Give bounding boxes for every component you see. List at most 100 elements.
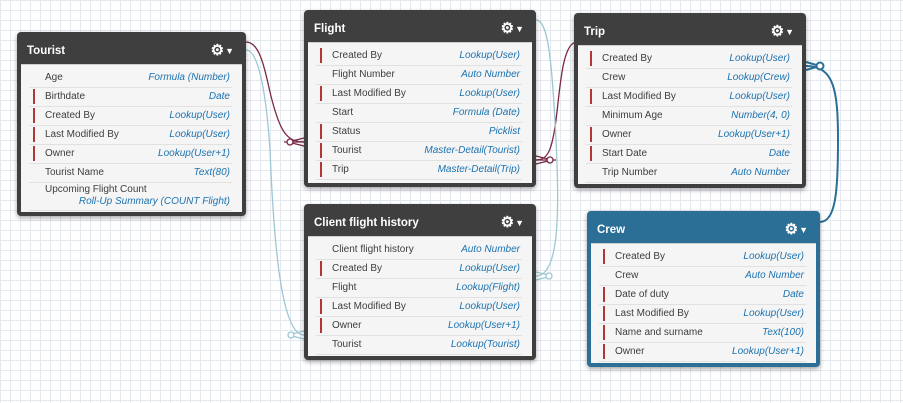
field-name: Last Modified By: [45, 129, 119, 140]
field-row[interactable]: Crew Lookup(Crew): [586, 68, 792, 88]
field-row[interactable]: Last Modified By Lookup(User): [29, 125, 232, 145]
field-type: Lookup(User): [459, 301, 520, 312]
card-header[interactable]: Trip ⚙▼: [578, 17, 802, 45]
field-name: Crew: [602, 72, 626, 83]
field-type: Lookup(User): [459, 88, 520, 99]
field-type: Lookup(User+1): [718, 129, 790, 140]
required-marker: [603, 344, 605, 359]
field-row[interactable]: Last Modified By Lookup(User): [599, 304, 806, 324]
gear-icon[interactable]: ⚙▼: [210, 42, 234, 59]
field-type: Auto Number: [461, 244, 520, 255]
optional-circle-flight-cfh: [545, 272, 553, 280]
gear-icon[interactable]: ⚙▼: [500, 20, 524, 37]
gear-icon[interactable]: ⚙▼: [500, 214, 524, 231]
chevron-down-icon: ▼: [515, 24, 524, 34]
field-name: Age: [45, 72, 63, 83]
object-title: Client flight history: [314, 217, 419, 229]
required-marker: [320, 261, 322, 276]
required-marker: [590, 146, 592, 161]
card-header[interactable]: Crew ⚙▼: [591, 215, 816, 243]
optional-circle-tourist-flight: [286, 138, 294, 146]
field-type: Lookup(Crew): [727, 72, 790, 83]
link-tourist-flight: [245, 41, 305, 143]
required-marker: [33, 146, 35, 161]
required-marker: [320, 48, 322, 63]
gear-icon[interactable]: ⚙▼: [770, 23, 794, 40]
object-title: Flight: [314, 23, 346, 35]
field-name: Owner: [615, 346, 645, 357]
field-name: Created By: [45, 110, 96, 121]
field-name: Flight: [332, 282, 357, 293]
required-marker: [590, 89, 592, 104]
field-type: Lookup(User): [169, 129, 230, 140]
link-crew-trip: [805, 65, 840, 223]
chevron-down-icon: ▼: [225, 46, 234, 56]
field-type: Lookup(User): [459, 263, 520, 274]
gear-icon[interactable]: ⚙▼: [784, 221, 808, 238]
card-header[interactable]: Client flight history ⚙▼: [308, 208, 532, 236]
chevron-down-icon: ▼: [785, 27, 794, 37]
required-marker: [33, 89, 35, 104]
field-name: Client flight history: [332, 244, 414, 255]
field-name: Tourist: [332, 145, 362, 156]
field-type: Date: [768, 148, 790, 159]
field-name: Start: [332, 107, 354, 118]
required-marker: [603, 306, 605, 321]
field-type: Lookup(User+1): [448, 320, 520, 331]
object-title: Trip: [584, 26, 606, 38]
field-row[interactable]: Client flight history Auto Number: [316, 240, 522, 260]
chevron-down-icon: ▼: [515, 218, 524, 228]
field-type: Date: [782, 289, 804, 300]
field-type: Formula (Date): [452, 107, 520, 118]
field-row[interactable]: Last Modified By Lookup(User): [316, 297, 522, 317]
field-type: Auto Number: [745, 270, 804, 281]
field-name: Flight Number: [332, 69, 395, 80]
field-name: Date of duty: [615, 289, 669, 300]
field-name: Last Modified By: [332, 301, 406, 312]
object-card-client-flight-history[interactable]: Client flight history ⚙▼ Client flight h…: [304, 204, 536, 360]
field-name: Created By: [615, 251, 666, 262]
chevron-down-icon: ▼: [799, 225, 808, 235]
required-marker: [590, 127, 592, 142]
field-type: Lookup(User+1): [158, 148, 230, 159]
field-type: Lookup(User): [743, 308, 804, 319]
field-name: Last Modified By: [615, 308, 689, 319]
field-row[interactable]: Date of duty Date: [599, 285, 806, 305]
card-header[interactable]: Flight ⚙▼: [308, 14, 532, 42]
field-row[interactable]: Start Formula (Date): [316, 103, 522, 123]
optional-circle-tourist-cfh: [287, 331, 295, 339]
card-header[interactable]: Tourist ⚙▼: [21, 36, 242, 64]
required-marker: [590, 51, 592, 66]
